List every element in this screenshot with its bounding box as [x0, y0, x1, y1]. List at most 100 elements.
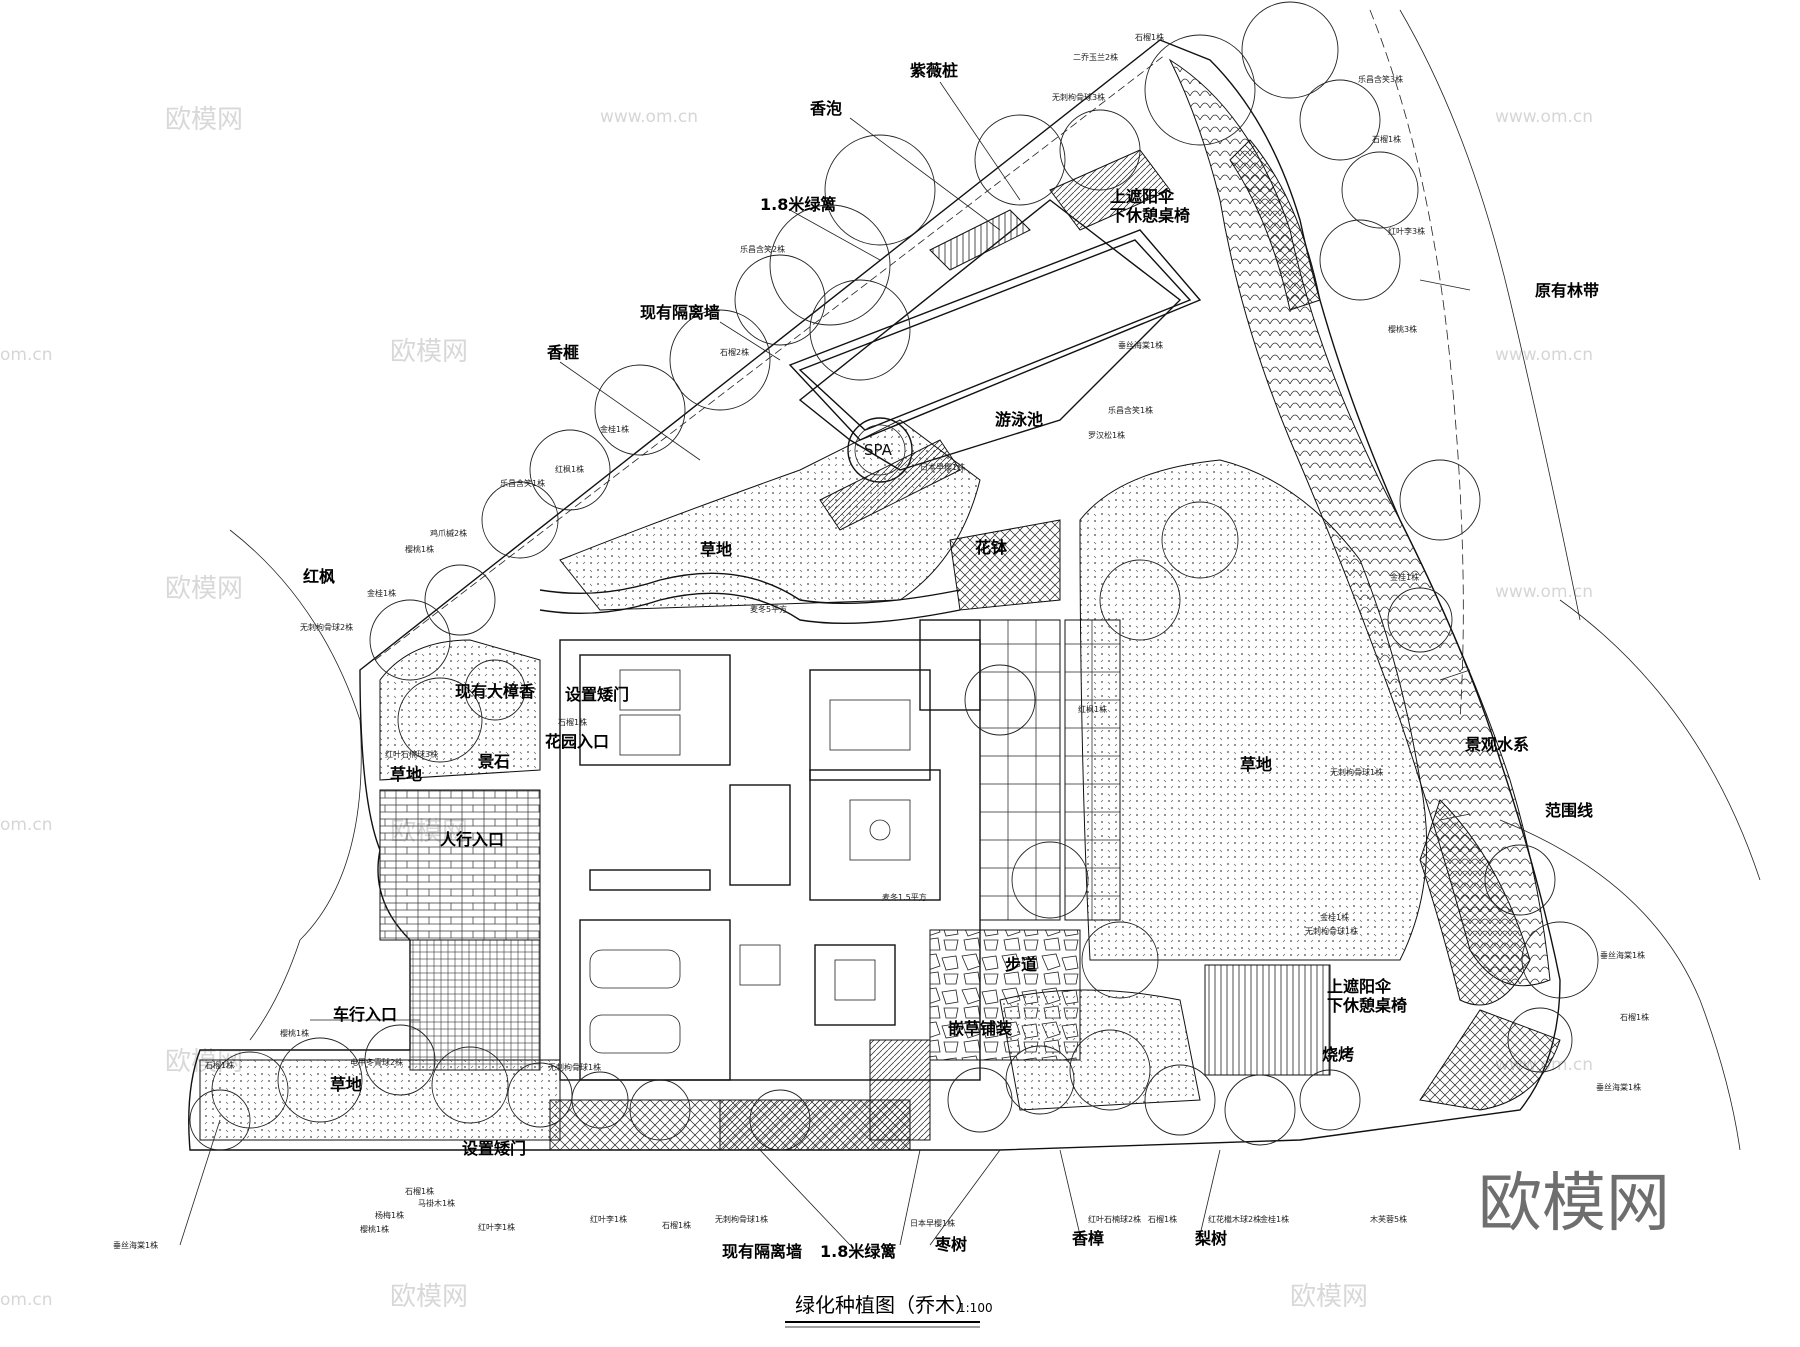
label-camphor: 香樟	[1071, 1229, 1104, 1248]
plant-count-labels: 石榴1株 二乔玉兰2株 乐昌含笑3株 无刺枸骨球3株 石榴1株 红叶李3株 樱桃…	[113, 32, 1649, 1250]
svg-text:欧模网: 欧模网	[390, 337, 468, 367]
boundary-arcs	[229, 9, 1761, 1151]
svg-text:欧模网: 欧模网	[165, 105, 243, 135]
svg-text:om.cn: om.cn	[0, 345, 53, 365]
label-rockery: 景石	[478, 752, 510, 771]
svg-text:www.om.cn: www.om.cn	[1495, 582, 1593, 602]
label-lawn-left: 草地	[390, 765, 422, 784]
stream-path	[539, 572, 961, 625]
label-gate-set-bottom: 设置矮门	[462, 1139, 526, 1158]
label-lawn-bottom: 草地	[330, 1075, 362, 1094]
paving-areas	[379, 619, 1331, 1151]
label-sod-mid: 麦冬1.5平方	[882, 892, 927, 902]
tree-canopies	[189, 1, 1599, 1151]
plant-label: 红叶石楠球2株	[1088, 1214, 1141, 1224]
right-planting-belt	[1168, 58, 1561, 1111]
label-jujube: 枣树	[934, 1235, 967, 1254]
label-path: 步道	[1005, 955, 1037, 974]
plant-label: 乐昌含笑1株	[500, 478, 545, 488]
plant-label: 金桂1株	[600, 424, 629, 434]
plant-label: 乐昌含笑1株	[1108, 405, 1153, 415]
plant-label: 石榴1株	[1135, 32, 1164, 42]
label-bbq: 烧烤	[1322, 1045, 1354, 1064]
label-xiangfei: 香榧	[546, 343, 579, 362]
plant-label: 樱桃1株	[405, 544, 434, 554]
plant-label: 木芙蓉5株	[1370, 1214, 1407, 1224]
plant-label: 红叶李1株	[478, 1222, 515, 1232]
label-pear: 梨树	[1194, 1229, 1227, 1248]
plant-label: 樱桃3株	[1388, 324, 1417, 334]
label-car-entry: 车行入口	[333, 1005, 397, 1024]
label-gate-set: 设置矮门	[565, 685, 629, 704]
svg-text:www.om.cn: www.om.cn	[600, 107, 698, 127]
svg-text:om.cn: om.cn	[0, 1290, 53, 1310]
plant-label: 马褂木1株	[418, 1198, 455, 1208]
label-existing-wall-top: 现有隔离墙	[640, 303, 720, 322]
plant-label: 金桂1株	[1260, 1214, 1289, 1224]
plant-label: 石榴2株	[720, 347, 749, 357]
plant-label: 石榴1株	[558, 717, 587, 727]
label-forest-belt: 原有林带	[1535, 281, 1599, 300]
label-landscape-water: 景观水系	[1465, 735, 1529, 754]
leader-lines	[179, 81, 1471, 1246]
label-garden-entry: 花园入口	[545, 732, 609, 751]
pool-zone	[788, 149, 1202, 611]
svg-text:om.cn: om.cn	[0, 815, 53, 835]
label-green-fence-top: 1.8米绿篱	[760, 195, 836, 214]
label-pool: 游泳池	[995, 410, 1043, 429]
plant-label: 红叶李3株	[1388, 226, 1425, 236]
plant-label: 电甲冬青球2株	[350, 1057, 403, 1067]
label-umbrella-top: 上遮阳伞下休憩桌椅	[1110, 187, 1190, 225]
label-footpath-entry: 人行入口	[440, 830, 504, 849]
plant-label: 石榴1株	[1148, 1214, 1177, 1224]
plant-label: 金桂1株	[1390, 572, 1419, 582]
svg-text:欧模网: 欧模网	[165, 574, 243, 604]
label-umbrella: 上遮阳伞下休憩桌椅	[1327, 977, 1407, 1015]
label-flowerpot: 花钵	[975, 538, 1008, 557]
plant-label: 无刺枸骨球1株	[715, 1214, 768, 1224]
label-lawn-top: 草地	[700, 540, 732, 559]
plant-label: 垂丝海棠1株	[1596, 1082, 1641, 1092]
label-sod-top: 麦冬5平方	[750, 604, 787, 614]
plant-label: 杨梅1株	[375, 1210, 404, 1220]
svg-text:欧模网: 欧模网	[390, 1282, 468, 1312]
plant-label: 金桂1株	[1320, 912, 1349, 922]
plant-label: 无刺枸骨球1株	[548, 1062, 601, 1072]
plant-label: 乐昌含笑3株	[1358, 74, 1403, 84]
label-grass-paving: 嵌草铺装	[948, 1019, 1012, 1038]
label-xiangpao: 香泡	[809, 99, 842, 118]
plant-label: 红枫1株	[555, 464, 584, 474]
label-lawn-main: 草地	[1240, 755, 1272, 774]
scale-text: 1:100	[958, 1301, 993, 1315]
plant-label: 无刺枸骨球1株	[1330, 767, 1383, 777]
plant-label: 日本早樱1株	[910, 1218, 955, 1228]
brand-watermark: 欧模网	[1478, 1167, 1670, 1241]
plant-label: 石榴1株	[1620, 1012, 1649, 1022]
plant-label: 日本早樱1株	[920, 462, 965, 472]
label-green-fence-bottom: 1.8米绿篱	[820, 1242, 896, 1261]
plant-label: 石榴1株	[205, 1060, 234, 1070]
plant-label: 樱桃1株	[360, 1224, 389, 1234]
plant-label: 乐昌含笑2株	[740, 244, 785, 254]
plant-label: 红叶李1株	[590, 1214, 627, 1224]
plant-label: 无刺枸骨球3株	[1052, 92, 1105, 102]
title-text: 绿化种植图（乔木）	[795, 1293, 975, 1317]
svg-text:欧模网: 欧模网	[1290, 1282, 1368, 1312]
plant-label: 石榴1株	[662, 1220, 691, 1230]
plant-label: 罗汉松1株	[1088, 430, 1125, 440]
lawn-areas	[199, 419, 1428, 1141]
plant-label: 石榴1株	[1372, 134, 1401, 144]
plant-label: 红叶石楠球3株	[385, 749, 438, 759]
plant-label: 金桂1株	[367, 588, 396, 598]
label-purple-crape: 紫薇桩	[910, 61, 958, 80]
label-existing-wall-bottom: 现有隔离墙	[722, 1242, 802, 1261]
plant-label: 垂丝海棠1株	[1600, 950, 1645, 960]
label-spa: SPA	[864, 441, 893, 459]
plant-label: 垂丝海棠1株	[1118, 340, 1163, 350]
svg-text:www.om.cn: www.om.cn	[1495, 345, 1593, 365]
label-boundary: 范围线	[1545, 801, 1593, 820]
plant-label: 红花檵木球2株	[1208, 1214, 1261, 1224]
plant-label: 无刺枸骨球2株	[300, 622, 353, 632]
drawing-title: 绿化种植图（乔木） 1:100	[785, 1293, 993, 1328]
